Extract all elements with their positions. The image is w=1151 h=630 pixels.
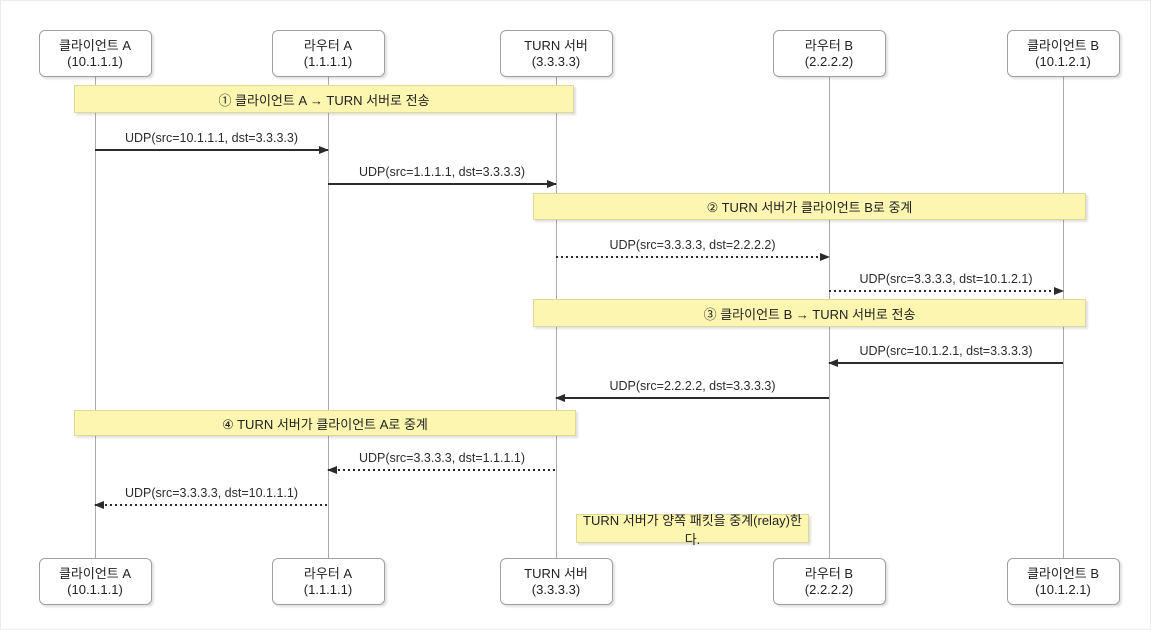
participant-address: (1.1.1.1) [303,581,353,597]
message-8: UDP(src=3.3.3.3, dst=10.1.1.1) [94,484,328,509]
message-line [556,256,829,258]
participant-address: (3.3.3.3) [531,581,581,597]
note-5: TURN 서버가 양쪽 패킷을 중계(relay)한다. [576,513,809,547]
participant-name: 라우터 B [804,37,854,53]
participant-name: 클라이언트 A [58,37,132,53]
message-label: UDP(src=3.3.3.3, dst=10.1.1.1) [124,486,298,500]
note-text: ③ 클라이언트 B → TURN 서버로 전송 [703,306,916,322]
participant-name: 클라이언트 B [1026,37,1100,53]
participant-address: (2.2.2.2) [804,581,854,597]
note-1: ① 클라이언트 A → TURN 서버로 전송 [74,85,574,113]
participant-box-top-0: 클라이언트 A(10.1.1.1) [38,30,152,77]
arrowhead-left-icon [828,359,838,367]
message-label: UDP(src=10.1.2.1, dst=3.3.3.3) [859,344,1033,358]
participant-name: TURN 서버 [524,37,588,53]
message-line [556,397,829,399]
note-text: ② TURN 서버가 클라이언트 B로 중계 [706,200,913,215]
note-3: ③ 클라이언트 B → TURN 서버로 전송 [533,299,1086,327]
arrowhead-right-icon [820,253,830,261]
message-line [829,290,1063,292]
message-label: UDP(src=2.2.2.2, dst=3.3.3.3) [609,379,776,393]
note-2: ② TURN 서버가 클라이언트 B로 중계 [533,193,1086,220]
message-6: UDP(src=2.2.2.2, dst=3.3.3.3) [555,377,829,402]
participant-box-bottom-1: 라우터 A(1.1.1.1) [271,558,385,605]
participant-address: (10.1.2.1) [1035,53,1091,69]
participant-box-bottom-4: 클라이언트 B(10.1.2.1) [1006,558,1120,605]
lifeline-participant-0 [95,77,96,558]
participant-box-top-4: 클라이언트 B(10.1.2.1) [1006,30,1120,77]
message-5: UDP(src=10.1.2.1, dst=3.3.3.3) [828,342,1063,367]
participant-address: (10.1.1.1) [67,53,123,69]
participant-name: 라우터 A [303,565,353,581]
arrowhead-left-icon [327,466,337,474]
message-label: UDP(src=3.3.3.3, dst=10.1.2.1) [859,272,1033,286]
message-line [328,183,556,185]
participant-box-bottom-0: 클라이언트 A(10.1.1.1) [38,558,152,605]
participant-name: 라우터 B [804,565,854,581]
message-line [829,362,1063,364]
arrowhead-right-icon [319,146,329,154]
message-7: UDP(src=3.3.3.3, dst=1.1.1.1) [327,449,556,474]
participant-address: (10.1.2.1) [1035,581,1091,597]
arrowhead-right-icon [1054,287,1064,295]
note-text: TURN 서버가 양쪽 패킷을 중계(relay)한다. [583,512,802,547]
message-label: UDP(src=1.1.1.1, dst=3.3.3.3) [358,165,526,179]
participant-name: TURN 서버 [524,565,588,581]
note-4: ④ TURN 서버가 클라이언트 A로 중계 [74,410,576,436]
message-line [95,504,328,506]
participant-name: 클라이언트 A [58,565,132,581]
arrowhead-left-icon [94,501,104,509]
message-1: UDP(src=10.1.1.1, dst=3.3.3.3) [95,129,329,154]
message-4: UDP(src=3.3.3.3, dst=10.1.2.1) [829,270,1064,295]
arrowhead-left-icon [555,394,565,402]
note-text: ④ TURN 서버가 클라이언트 A로 중계 [222,416,428,432]
message-label: UDP(src=3.3.3.3, dst=2.2.2.2) [609,238,776,252]
participant-name: 클라이언트 B [1026,565,1100,581]
note-text: ① 클라이언트 A → TURN 서버로 전송 [218,92,430,108]
lifeline-participant-1 [328,77,329,558]
participant-box-bottom-3: 라우터 B(2.2.2.2) [772,558,886,605]
participant-address: (10.1.1.1) [67,581,123,597]
message-label: UDP(src=3.3.3.3, dst=1.1.1.1) [358,451,526,465]
message-line [328,469,556,471]
participant-address: (3.3.3.3) [531,53,581,69]
participant-box-top-3: 라우터 B(2.2.2.2) [772,30,886,77]
participant-name: 라우터 A [303,37,353,53]
participant-address: (2.2.2.2) [804,53,854,69]
message-3: UDP(src=3.3.3.3, dst=2.2.2.2) [556,236,830,261]
message-2: UDP(src=1.1.1.1, dst=3.3.3.3) [328,163,557,188]
participant-box-top-2: TURN 서버(3.3.3.3) [499,30,613,77]
participant-box-bottom-2: TURN 서버(3.3.3.3) [499,558,613,605]
message-label: UDP(src=10.1.1.1, dst=3.3.3.3) [124,131,298,145]
arrowhead-right-icon [547,180,557,188]
participant-box-top-1: 라우터 A(1.1.1.1) [271,30,385,77]
message-line [95,149,328,151]
participant-address: (1.1.1.1) [303,53,353,69]
